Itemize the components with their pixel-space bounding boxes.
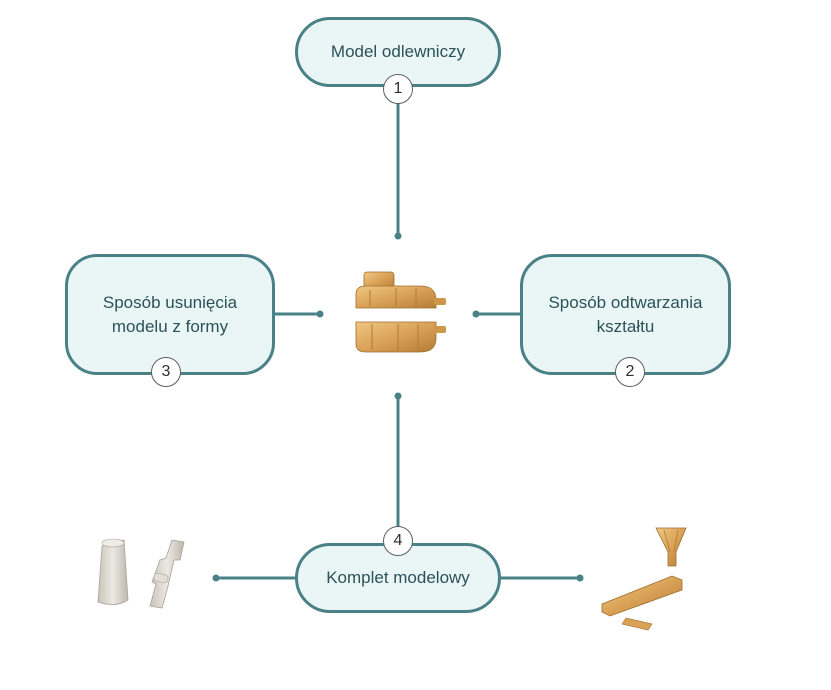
node-shape: Sposób odtwarzania kształtu bbox=[520, 254, 731, 375]
node-set-label: Komplet modelowy bbox=[326, 568, 470, 587]
connector-top bbox=[394, 101, 402, 240]
node-set-number-badge: 4 bbox=[383, 526, 413, 556]
node-shape-number-badge: 2 bbox=[615, 357, 645, 387]
node-model-number-badge: 1 bbox=[383, 74, 413, 104]
connector-set-left bbox=[212, 574, 296, 582]
ceramic-core-pieces-icon bbox=[97, 538, 185, 609]
wooden-split-pattern-icon bbox=[355, 271, 446, 353]
connector-left bbox=[274, 310, 324, 318]
node-shape-label: Sposób odtwarzania kształtu bbox=[548, 292, 703, 336]
node-removal: Sposób usunięcia modelu z formy bbox=[65, 254, 275, 375]
wooden-pattern-set-icon bbox=[601, 527, 687, 631]
node-removal-label: Sposób usunięcia modelu z formy bbox=[102, 292, 238, 336]
node-model-label: Model odlewniczy bbox=[330, 42, 466, 61]
connector-set-right bbox=[500, 574, 584, 582]
connector-bottom bbox=[394, 392, 402, 528]
connector-right bbox=[472, 310, 522, 318]
node-removal-number-badge: 3 bbox=[151, 357, 181, 387]
